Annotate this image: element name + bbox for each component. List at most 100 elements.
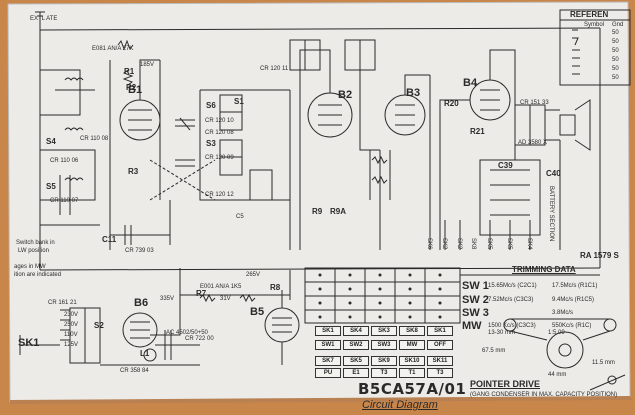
trim-b: 17.5Mc/s (R1C1)	[552, 283, 598, 289]
cr120-10-label: CR 120 10	[205, 118, 234, 124]
trim-b: 3.8Mc/s	[552, 310, 574, 316]
switch-cell: SK4	[343, 326, 369, 336]
diagram-subtitle: Circuit Diagram	[362, 399, 438, 411]
switch-cell: SW2	[343, 340, 369, 350]
b1-label: B1	[128, 84, 143, 96]
pointer-val: 1:5.09	[548, 330, 565, 336]
r9a-label: R9A	[330, 207, 347, 216]
switch-cell: SK7	[315, 356, 341, 366]
s3-label: S3	[206, 139, 216, 148]
r9-label: R9	[312, 207, 323, 216]
c39-label: C39	[498, 161, 513, 170]
r3-label: R3	[128, 167, 139, 176]
hv230-label: 230V	[64, 312, 79, 318]
r8-label: R8	[270, 283, 281, 292]
bank-label: SK2	[441, 238, 447, 250]
cr120-11-label: CR 120 11	[260, 66, 289, 72]
trim-band: MW	[462, 320, 482, 332]
switch-cell: T3	[427, 368, 453, 378]
pointer-val: 13-30 mm	[488, 330, 516, 336]
hv125-label: 125V	[64, 342, 79, 348]
b6-label: B6	[134, 297, 149, 309]
b3-label: B3	[406, 87, 421, 99]
trim-b: 550Kc/s (R1C)	[552, 323, 592, 329]
legend-row: 50	[612, 57, 619, 63]
e001-label: E001 AN/A 1K5	[200, 284, 242, 290]
switch-cell: SK10	[399, 356, 425, 366]
pointer-val: 67.5 mm	[482, 348, 506, 354]
trim-b: 9.4Mc/s (R1C5)	[552, 297, 595, 303]
trim-band: SW 2	[462, 294, 489, 306]
trim-a: 1500 Kc/s (C3C3)	[488, 323, 536, 329]
pointer-val: 44 mm	[548, 372, 567, 378]
cr110-07-label: CR 110 07	[50, 198, 79, 204]
e081-label: E081 AN/A 27K	[92, 46, 134, 52]
s5-label: S5	[46, 182, 56, 191]
pointer-title: POINTER DRIVE	[470, 379, 541, 389]
bank-label: SK8	[470, 238, 476, 250]
r1-label: R1	[124, 67, 135, 76]
legend-row: 50	[612, 48, 619, 54]
ad3580-label: AD 3580 X	[518, 140, 548, 146]
switch-note-1: Switch bank in	[16, 240, 55, 246]
b2-label: B2	[338, 89, 353, 101]
hv250-label: 250V	[64, 322, 79, 328]
pointer-note: (GANG CONDENSER IN MAX. CAPACITY POSITIO…	[470, 392, 618, 398]
switch-cell: PU	[315, 368, 341, 378]
legend-title: REFEREN	[570, 10, 609, 19]
cr120-08-label: CR 120 08	[205, 130, 234, 136]
switch-cell: MW	[399, 340, 425, 350]
ad-note-label: AC 4502/50+50	[166, 330, 208, 336]
trim-band: SW 3	[462, 307, 489, 319]
v265-label: 265V	[246, 272, 261, 278]
b5-label: B5	[250, 306, 265, 318]
trimming-title: TRIMMING DATA	[512, 265, 576, 274]
switch-cell: T1	[399, 368, 425, 378]
bank-label: SK6	[426, 238, 432, 250]
r20-label: R20	[444, 99, 459, 108]
switch-cell: SK9	[371, 356, 397, 366]
switch-cell: OFF	[427, 340, 453, 350]
bank-label: SK5	[506, 238, 512, 250]
cr161-label: CR 161 21	[48, 300, 77, 306]
pointer-val: 11.5 mm	[592, 360, 615, 366]
s4-label: S4	[46, 137, 56, 146]
c5-label: C5	[236, 214, 244, 220]
r21-label: R21	[470, 127, 485, 136]
legend-row: 50	[612, 30, 619, 36]
s6-label: S6	[206, 101, 216, 110]
bank-label: SK5	[486, 238, 492, 250]
cr110-08-label: CR 110 08	[80, 136, 109, 142]
v185-label: 185V	[140, 62, 155, 68]
legend-symbol: Symbol	[584, 22, 605, 28]
switch-cell: SK5	[343, 356, 369, 366]
hv110-label: 110V	[64, 332, 78, 338]
switch-cell: SK11	[427, 356, 453, 366]
switch-cell: SK1	[427, 326, 453, 336]
sk1-label: SK1	[18, 337, 40, 349]
cr358-label: CR 358 84	[120, 368, 149, 374]
switch-cell: E1	[343, 368, 369, 378]
s1-label: S1	[234, 97, 244, 106]
legend-row: 50	[612, 39, 619, 45]
c40-label: C40	[546, 169, 561, 178]
bank-label: SK2	[456, 238, 462, 250]
v31-label: 31V	[220, 296, 231, 302]
legend-row: 50	[612, 75, 619, 81]
switch-cell: SK8	[399, 326, 425, 336]
s2-label: S2	[94, 321, 104, 330]
b4-label: B4	[463, 77, 478, 89]
switch-cell: SK1	[315, 326, 341, 336]
battery-note-label: BATTERY SECTION	[548, 186, 554, 242]
switch-cell: T3	[371, 368, 397, 378]
gauge-note-1: ages in MW	[14, 264, 46, 270]
switch-note-2: LW position	[18, 248, 49, 254]
cr739-label: CR 739 03	[125, 248, 154, 254]
cr722-label: CR 722 00	[185, 336, 214, 342]
gauge-note-2: ition are indicated	[14, 272, 62, 278]
legend-gnd: Gnd	[612, 22, 624, 28]
switch-cell: SK3	[371, 326, 397, 336]
cr120-09-label: CR 120 09	[205, 155, 234, 161]
